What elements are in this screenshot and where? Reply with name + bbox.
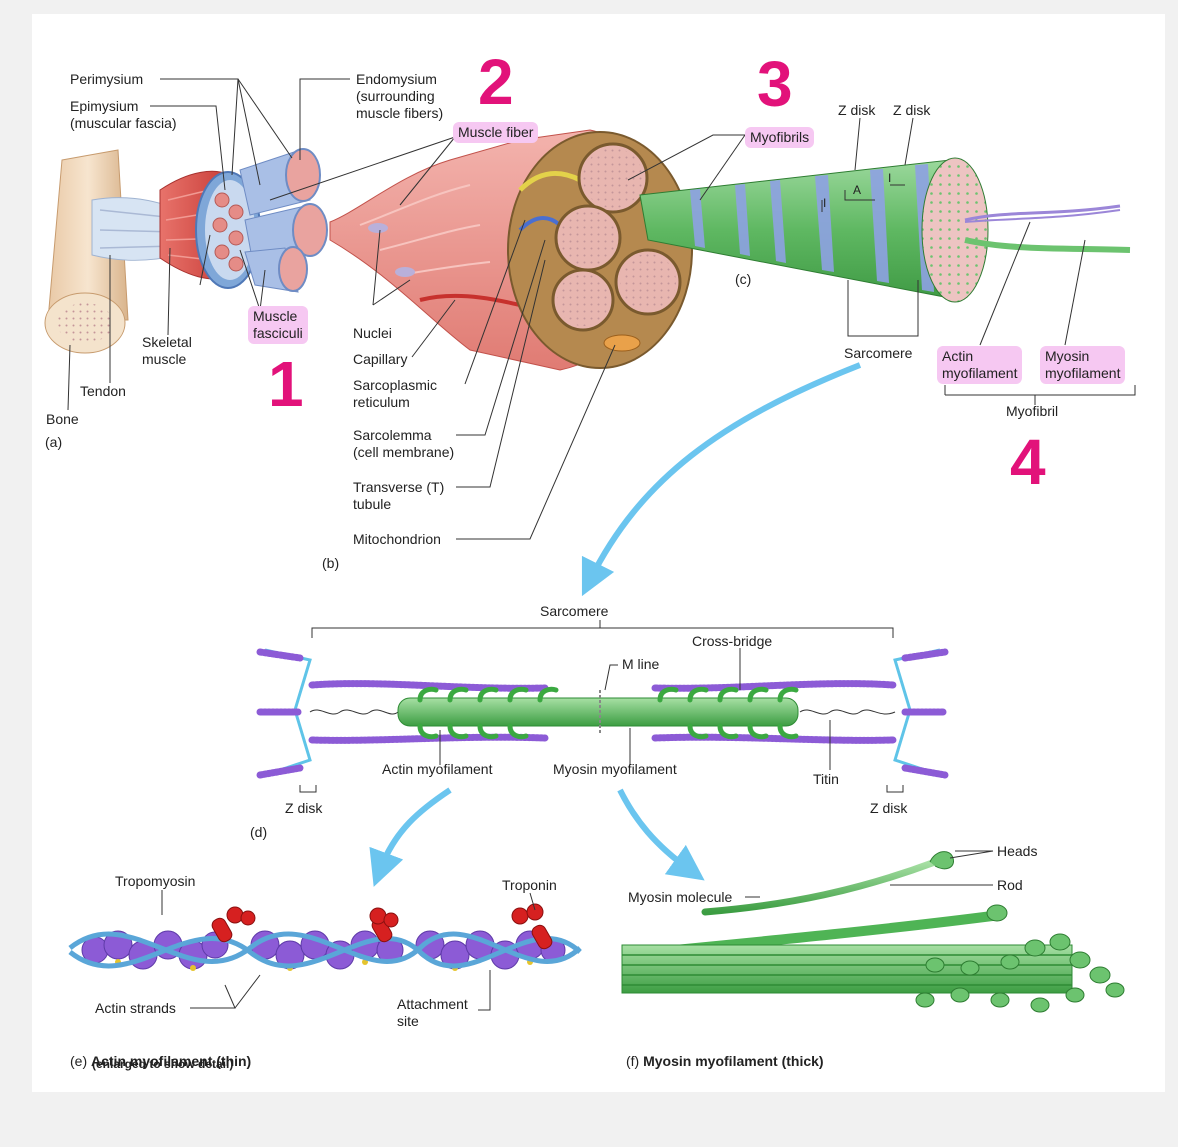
label-actin-strands: Actin strands: [95, 1000, 176, 1016]
label-bone: Bone: [46, 411, 79, 427]
label-z-disk-right: Z disk: [870, 800, 908, 816]
label-nuclei: Nuclei: [353, 325, 392, 341]
label-sarcomere-c: Sarcomere: [844, 345, 913, 361]
number-1: 1: [268, 348, 304, 420]
caption-f-title: Myosin myofilament (thick): [643, 1053, 824, 1069]
arrow-to-actin: [369, 787, 452, 887]
label-band-i-2: I: [888, 171, 892, 185]
fiber-cross-section: [507, 131, 693, 369]
sarcomere-diagram: [256, 620, 949, 793]
label-capillary: Capillary: [353, 351, 408, 367]
label-myofibril: Myofibril: [1006, 403, 1059, 419]
label-perimysium: Perimysium: [70, 71, 144, 87]
label-tendon: Tendon: [80, 383, 126, 399]
leader-lines-top: [67, 78, 1136, 540]
label-muscle-fasciculi: Muscle fasciculi: [248, 306, 308, 344]
label-rod: Rod: [997, 877, 1023, 893]
label-attachment-site: Attachment site: [397, 996, 468, 1029]
label-sarcomere-d: Sarcomere: [540, 603, 609, 619]
myosin-filament-diagram: [621, 850, 1125, 1013]
label-z-disk-left: Z disk: [285, 800, 323, 816]
label-sarcolemma: Sarcolemma (cell membrane): [353, 427, 455, 460]
label-t-tubule: Transverse (T) tubule: [353, 479, 445, 512]
label-myosin-molecule: Myosin molecule: [628, 889, 733, 905]
caption-f: (f) Myosin myofilament (thick): [626, 1036, 824, 1070]
label-myosin-myofilament-d: Myosin myofilament: [553, 761, 677, 777]
arrow-to-myosin: [617, 788, 705, 881]
label-z-disk-1: Z disk: [838, 102, 876, 118]
big-arrow-to-sarcomere: [581, 362, 862, 597]
label-muscle-fiber: Muscle fiber: [453, 122, 539, 143]
label-heads: Heads: [997, 843, 1038, 859]
label-troponin: Troponin: [502, 877, 557, 893]
actin-filament-diagram: [68, 890, 582, 1011]
label-sarcoplasmic-reticulum: Sarcoplasmic reticulum: [353, 377, 438, 410]
label-skeletal-muscle: Skeletal muscle: [142, 334, 192, 367]
number-3: 3: [757, 48, 793, 120]
label-mitochondrion: Mitochondrion: [353, 531, 441, 547]
panel-letter-b: (b): [322, 555, 340, 571]
label-actin-myofilament-d: Actin myofilament: [382, 761, 493, 777]
label-titin: Titin: [813, 771, 839, 787]
label-m-line: M line: [622, 656, 660, 672]
number-2: 2: [478, 46, 514, 118]
label-band-i-1: I: [823, 196, 827, 210]
caption-e-sub: (enlarged to show detail): [92, 1057, 234, 1071]
caption-e: (e) Actin myofilament (thin): [70, 1036, 251, 1070]
label-actin-myofilament-c: Actin myofilament: [937, 346, 1023, 384]
label-myofibrils: Myofibrils: [745, 127, 815, 148]
myofibril-cylinder: [639, 157, 1131, 303]
caption-e-prefix: (e): [70, 1053, 91, 1069]
label-endomysium: Endomysium (surrounding muscle fibers): [356, 71, 444, 121]
label-tropomyosin: Tropomyosin: [115, 873, 196, 889]
number-4: 4: [1010, 426, 1046, 498]
panel-letter-c: (c): [735, 271, 752, 287]
label-myosin-myofilament-c: Myosin myofilament: [1040, 346, 1126, 384]
label-z-disk-2: Z disk: [893, 102, 931, 118]
panel-letter-a: (a): [45, 434, 63, 450]
label-band-a: A: [853, 183, 862, 197]
epimysium-ring: [195, 171, 261, 289]
fascicle-bundles: [239, 148, 328, 293]
label-epimysium: Epimysium (muscular fascia): [70, 98, 177, 131]
bone-shape: [44, 149, 129, 354]
caption-e-title: Actin myofilament (thin): [91, 1053, 252, 1069]
panel-letter-d: (d): [250, 824, 268, 840]
label-cross-bridge: Cross-bridge: [692, 633, 773, 649]
caption-f-prefix: (f): [626, 1053, 644, 1069]
